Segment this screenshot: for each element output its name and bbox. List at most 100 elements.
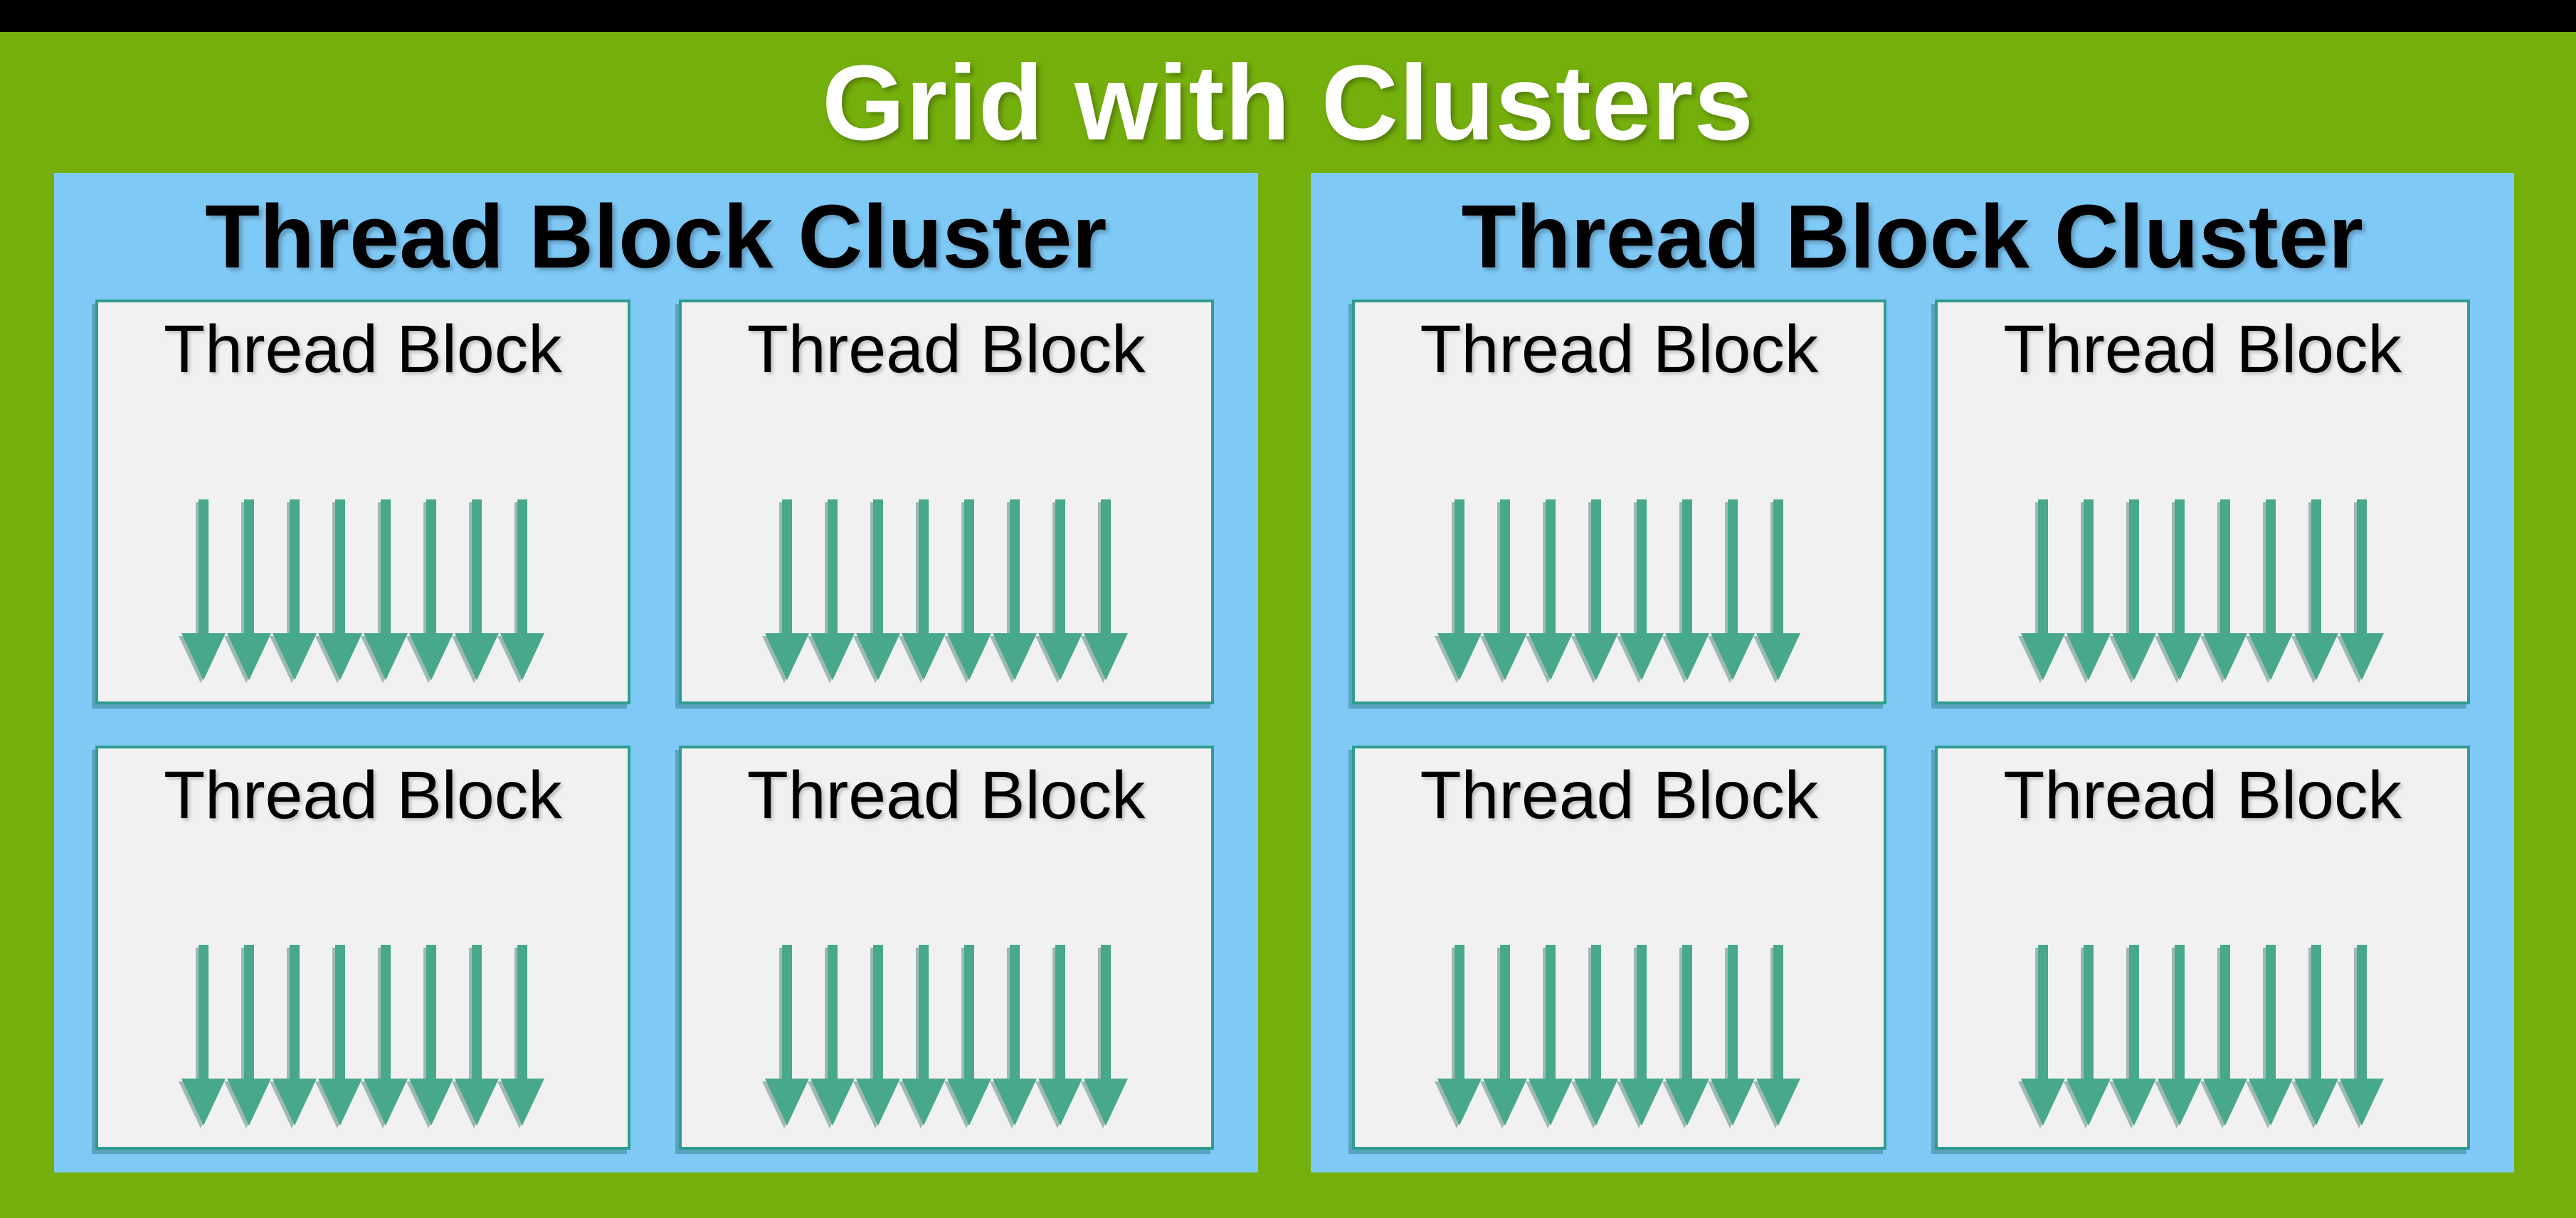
arrow-head [317,632,362,680]
arrow-head [2294,632,2339,680]
arrow-head [2340,1079,2385,1126]
cluster-title: Thread Block Cluster [1461,186,2363,287]
arrow-head [408,1079,453,1126]
arrow-head [1756,1079,1801,1126]
down-arrow-icon [2066,499,2111,680]
down-arrow-icon [1529,499,1573,680]
arrow-head [454,1079,499,1126]
thread-block: Thread Block [678,300,1214,704]
arrow-head [1437,632,1482,680]
arrow-head [764,1079,809,1126]
arrow-stem [289,499,300,633]
arrow-head [1574,632,1619,680]
down-arrow-icon [363,945,408,1126]
arrow-stem [1500,499,1511,633]
down-arrow-icon [317,499,362,680]
arrow-head [992,632,1037,680]
down-arrow-icon [181,945,226,1126]
arrow-stem [781,945,792,1079]
arrow-stem [2129,945,2140,1079]
thread-block-label: Thread Block [1420,757,1819,833]
arrow-head [1483,632,1528,680]
arrow-stem [1546,499,1556,633]
down-arrow-icon [408,499,453,680]
down-arrow-icon [1437,499,1482,680]
arrow-stem [1009,499,1020,633]
arrow-stem [1100,499,1111,633]
arrow-head [1083,632,1128,680]
arrow-head [226,632,271,680]
arrow-head [1529,632,1573,680]
arrow-head [2021,1079,2066,1126]
arrow-stem [827,945,838,1079]
arrow-head [317,1079,362,1126]
arrow-head [1665,632,1710,680]
arrow-head [272,1079,317,1126]
down-arrow-icon [1038,945,1082,1126]
down-arrow-icon [855,945,900,1126]
thread-block: Thread Block [1351,300,1887,704]
arrow-stem [2038,945,2049,1079]
down-arrow-icon [181,499,226,680]
down-arrow-icon [363,499,408,680]
arrow-stem [872,945,883,1079]
down-arrow-icon [2112,945,2157,1126]
arrow-head [946,1079,991,1126]
arrow-stem [872,499,883,633]
thread-arrows-group [181,945,544,1126]
down-arrow-icon [272,945,317,1126]
arrow-head [2021,632,2066,680]
arrow-head [2112,632,2157,680]
down-arrow-icon [1038,499,1082,680]
arrow-head [363,1079,408,1126]
thread-block-cluster-right: Thread Block Cluster Thread Block Thread… [1310,173,2514,1172]
arrow-stem [2357,945,2368,1079]
down-arrow-icon [855,499,900,680]
arrow-stem [1546,945,1556,1079]
arrow-stem [2357,499,2368,633]
down-arrow-icon [408,945,453,1126]
arrow-stem [2220,499,2231,633]
arrow-stem [2220,945,2231,1079]
arrow-stem [918,499,929,633]
arrow-head [1574,1079,1619,1126]
down-arrow-icon [2294,945,2339,1126]
down-arrow-icon [946,945,991,1126]
down-arrow-icon [2340,945,2385,1126]
down-arrow-icon [2021,499,2066,680]
arrow-head [181,1079,226,1126]
thread-block-label: Thread Block [746,757,1146,833]
arrow-head [181,632,226,680]
arrow-head [810,1079,855,1126]
arrow-head [2203,632,2248,680]
arrow-head [1620,632,1664,680]
arrow-head [272,632,317,680]
arrow-stem [1500,945,1511,1079]
down-arrow-icon [500,945,544,1126]
down-arrow-icon [946,499,991,680]
arrow-stem [198,499,208,633]
down-arrow-icon [1574,499,1619,680]
down-arrow-icon [2158,499,2202,680]
thread-block: Thread Block [1351,745,1887,1150]
down-arrow-icon [1574,945,1619,1126]
down-arrow-icon [1083,945,1128,1126]
down-arrow-icon [2249,945,2293,1126]
arrow-stem [1055,945,1065,1079]
arrow-head [2249,632,2293,680]
arrow-stem [2311,945,2322,1079]
arrow-stem [2175,945,2185,1079]
down-arrow-icon [272,499,317,680]
top-letterbox-bar [0,0,2576,32]
arrow-stem [1728,499,1738,633]
down-arrow-icon [1083,499,1128,680]
arrow-head [764,632,809,680]
down-arrow-icon [1437,945,1482,1126]
arrow-head [2158,632,2202,680]
arrow-head [408,632,453,680]
arrow-head [2112,1079,2157,1126]
arrow-stem [1773,499,1784,633]
down-arrow-icon [764,945,809,1126]
arrow-stem [2175,499,2185,633]
